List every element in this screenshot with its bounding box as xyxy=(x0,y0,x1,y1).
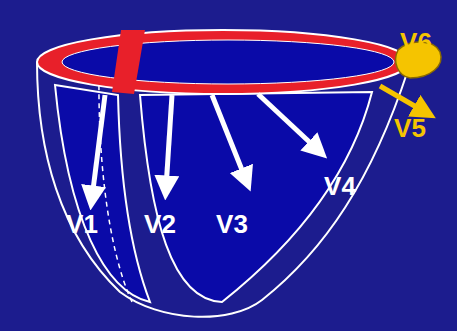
valve-ring xyxy=(37,30,409,94)
ring-opening xyxy=(62,40,394,84)
lead-arrow xyxy=(258,94,318,150)
lead-arrow xyxy=(92,95,105,198)
spacer xyxy=(405,58,432,59)
lead-arrow xyxy=(212,95,246,180)
spacer xyxy=(402,58,441,59)
right-ventricle xyxy=(55,85,150,302)
spacer xyxy=(398,58,438,59)
spacer xyxy=(410,58,438,59)
lead-label: V2 xyxy=(144,209,176,239)
spacer xyxy=(400,59,440,60)
septum-bar xyxy=(112,30,145,94)
lead-label: V1 xyxy=(66,209,98,239)
spacer xyxy=(408,60,442,61)
lead-label: V3 xyxy=(216,209,248,239)
lead-arrow xyxy=(380,86,425,112)
lead-label: V6 xyxy=(400,27,432,57)
lead-label: V5 xyxy=(394,113,426,143)
left-ventricle xyxy=(140,92,372,302)
heart-outline xyxy=(37,62,408,317)
lead-label: V4 xyxy=(324,171,356,201)
lead-arrow xyxy=(166,95,172,188)
